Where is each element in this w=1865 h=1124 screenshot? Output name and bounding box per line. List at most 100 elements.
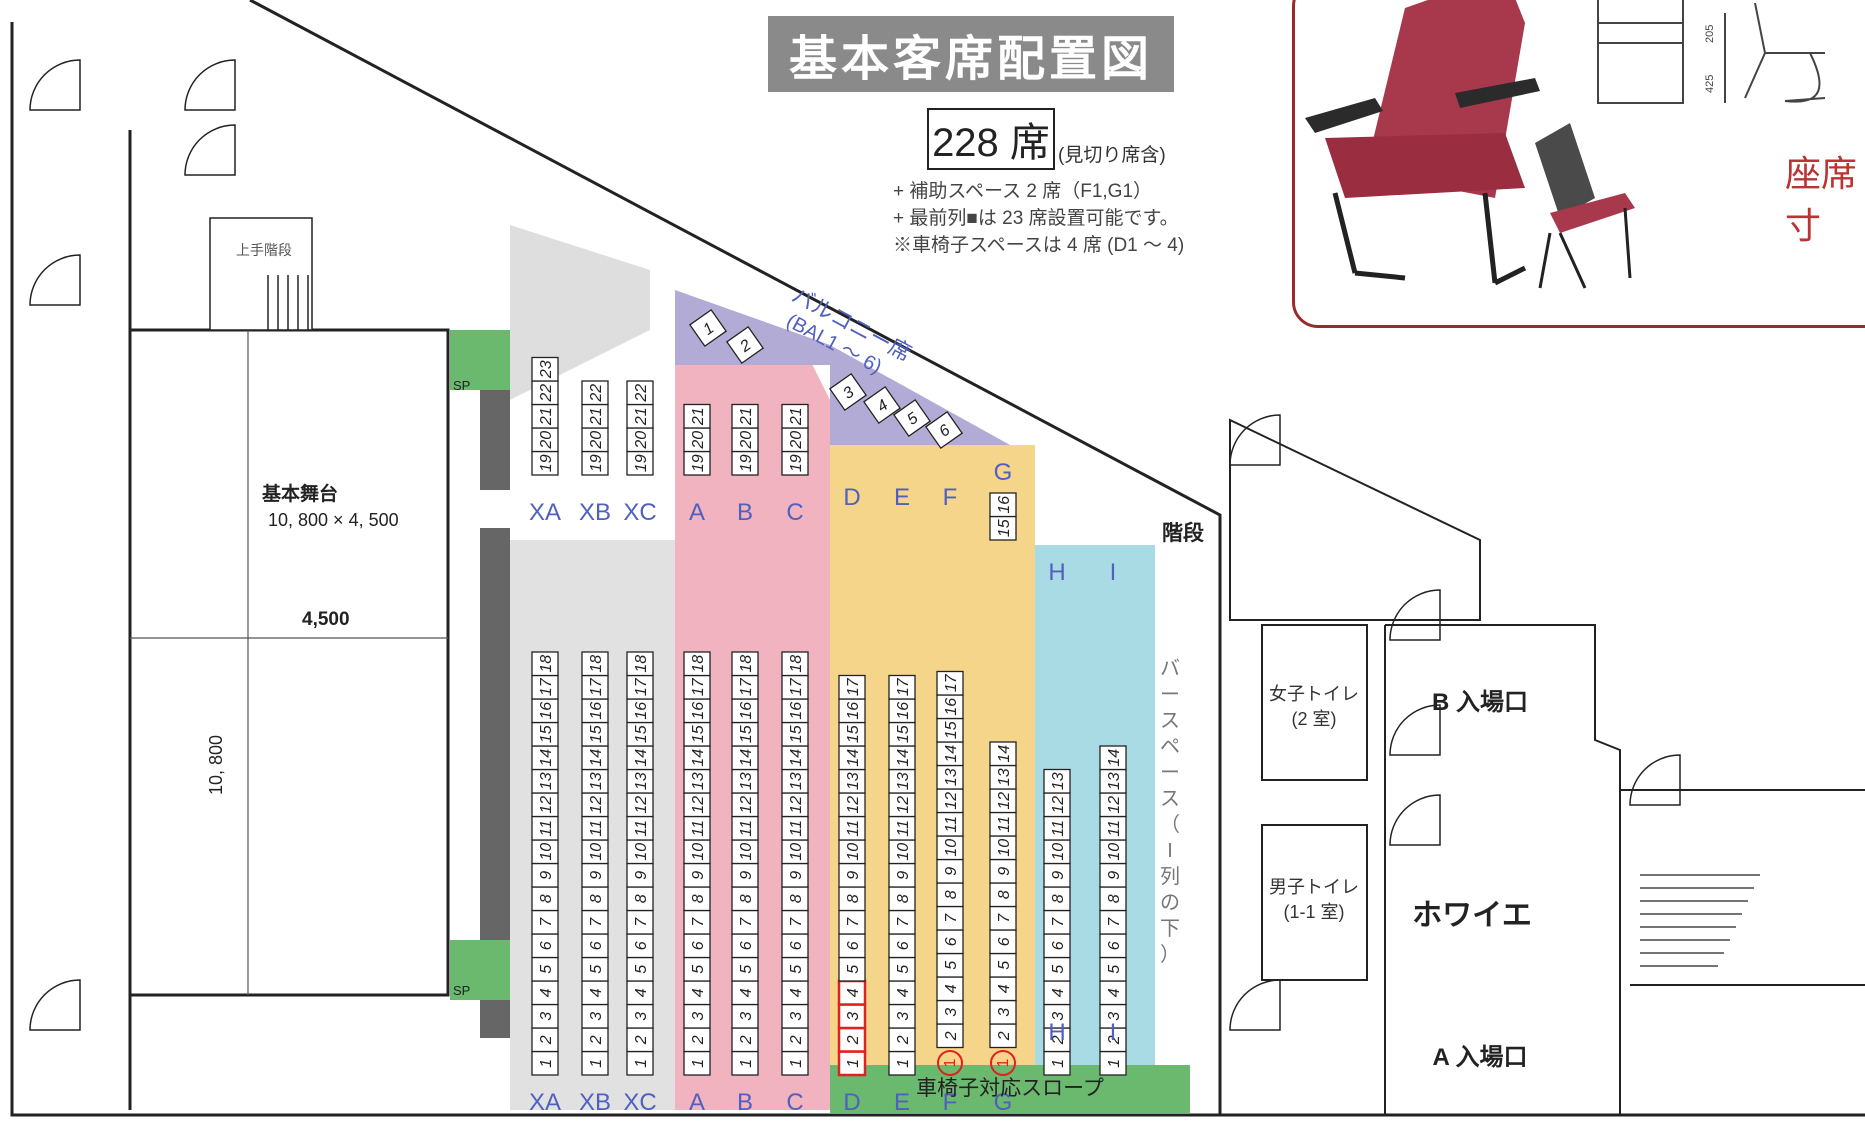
note-line: + 最前列■は 23 席設置可能です。	[893, 208, 1179, 229]
seat	[626, 380, 654, 406]
seat-number: 3	[788, 1012, 805, 1021]
seat-number: 11	[996, 816, 1013, 833]
seat-number: 3	[588, 1012, 605, 1021]
row-letter-bottom: E	[894, 1089, 910, 1116]
foyer-walls	[1384, 624, 1621, 1115]
seat-number: 14	[738, 749, 755, 767]
slope-label: 車椅子対応スロープ	[916, 1077, 1104, 1100]
seat-number: 20	[633, 431, 650, 450]
seat-number: 1	[738, 1059, 755, 1068]
row-letter-top: G	[994, 459, 1013, 486]
seat	[1043, 768, 1071, 794]
bar-space-char: 列	[1160, 865, 1180, 888]
seat-number: 14	[943, 745, 960, 763]
seat-number: 14	[788, 749, 805, 767]
seat-number: 1	[633, 1059, 650, 1068]
seat-number: 11	[845, 820, 862, 837]
seat-number: 7	[1050, 917, 1067, 927]
seat-number: 19	[538, 454, 555, 472]
seat-number: 10	[538, 843, 555, 861]
seat-number: 11	[738, 820, 755, 837]
seat-number: 13	[788, 772, 805, 790]
seat-number: 7	[538, 917, 555, 927]
seat-number: 7	[588, 917, 605, 927]
seat-number: 4	[788, 988, 805, 997]
seat-number: 1	[1106, 1059, 1123, 1068]
seat-number: 3	[690, 1012, 707, 1021]
seat-number: 6	[996, 937, 1013, 946]
bar-space-char: I	[1167, 840, 1173, 862]
seat-number: 17	[690, 677, 707, 696]
seat-number: 5	[588, 965, 605, 974]
seat-number: 2	[738, 1035, 755, 1045]
seat-number: 2	[1106, 1035, 1123, 1045]
seat-number: 4	[588, 988, 605, 997]
seat-number: 21	[588, 407, 605, 426]
stairwell-walls	[1620, 789, 1865, 986]
seat	[1099, 745, 1127, 771]
seat-number: 16	[996, 496, 1013, 514]
seat-number: 1	[588, 1059, 605, 1068]
seat-number: 7	[788, 917, 805, 927]
row-letter-bottom: I	[1110, 1019, 1117, 1046]
seat-number: 13	[943, 768, 960, 786]
seat-number: 8	[690, 894, 707, 903]
door-arc	[184, 124, 236, 176]
seat-number: 20	[588, 431, 605, 450]
seat-number: 19	[588, 454, 605, 472]
seat-number: 8	[538, 894, 555, 903]
seat-number: 14	[1106, 749, 1123, 767]
row-letter-top: C	[786, 499, 803, 526]
seat-number: 4	[996, 984, 1013, 993]
seat-number: 11	[538, 820, 555, 837]
seat-number: 5	[633, 965, 650, 974]
stage-size: 10, 800 × 4, 500	[268, 510, 399, 530]
bar-space-char: ペ	[1160, 736, 1180, 758]
seat-number: 8	[996, 890, 1013, 899]
seat-number: 3	[996, 1008, 1013, 1017]
stage-width: 10, 800	[206, 735, 226, 795]
seat-number: 15	[538, 725, 555, 743]
seat-number: 23	[538, 360, 555, 379]
row-letter-top: XC	[623, 499, 656, 526]
seat-number: 16	[895, 702, 912, 720]
seat-number: 22	[538, 384, 555, 403]
seat-number: 5	[1106, 965, 1123, 974]
chair-dim-205: 205	[1704, 25, 1716, 43]
seat-number: 9	[1106, 871, 1123, 880]
seat	[531, 356, 559, 382]
seat-number: 7	[845, 917, 862, 927]
bar-space-char: ）	[1160, 943, 1180, 966]
seat	[892, 398, 932, 438]
seat-number: 1	[690, 1059, 707, 1068]
seat-number: 4	[1050, 988, 1067, 997]
bar-space-char: （	[1160, 813, 1180, 836]
seat-number: 17	[788, 677, 805, 696]
seat-number: 10	[1050, 843, 1067, 861]
seat	[781, 651, 809, 677]
seat-number: 3	[1050, 1012, 1067, 1021]
door-arc	[29, 59, 81, 111]
row-letter-bottom: XB	[579, 1089, 611, 1116]
row-letter-bottom: G	[994, 1089, 1013, 1116]
seat-number: 10	[1106, 843, 1123, 861]
seat-number: 8	[588, 894, 605, 903]
seat-number: 9	[996, 867, 1013, 876]
seat	[683, 403, 711, 429]
seat-number: 8	[738, 894, 755, 903]
men-toilet-label: 男子トイレ	[1269, 877, 1359, 897]
bar-space-char: の	[1160, 892, 1180, 914]
balcony-seat: 6	[924, 410, 964, 450]
seat-number: 11	[943, 816, 960, 833]
seat-total: 228 席	[927, 108, 1055, 170]
row-letter-top: E	[894, 484, 910, 511]
seat-number: 14	[633, 749, 650, 767]
seat-number: 15	[633, 725, 650, 743]
seat-number: 12	[943, 792, 960, 810]
seat-number: 17	[943, 673, 960, 692]
chair-panel: 205 425 865	[1292, 0, 1865, 328]
sp-upper-label: SP	[453, 378, 470, 393]
seat-circle	[937, 1050, 963, 1076]
